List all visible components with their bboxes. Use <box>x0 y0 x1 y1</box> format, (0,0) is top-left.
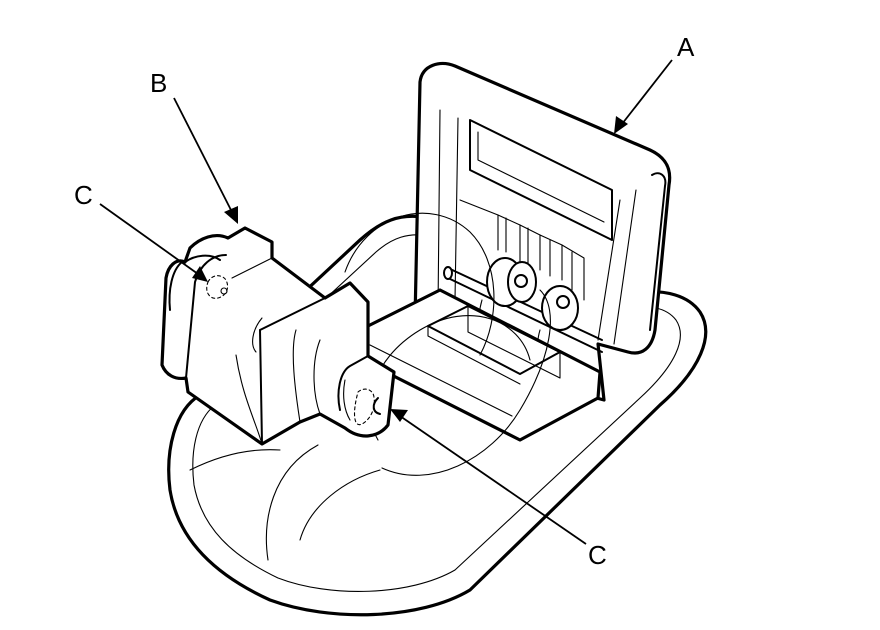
leader-c-upper <box>99 203 208 282</box>
leader-b <box>173 97 238 224</box>
housing-b <box>160 226 396 446</box>
callout-label-c-lower: C <box>588 540 607 570</box>
callout-label-c-upper: C <box>74 180 93 210</box>
leader-c-lower <box>390 409 587 545</box>
leader-a <box>614 59 673 134</box>
center-socket <box>358 288 602 442</box>
callout-label-a: A <box>677 32 695 62</box>
callout-label-b: B <box>150 68 167 98</box>
